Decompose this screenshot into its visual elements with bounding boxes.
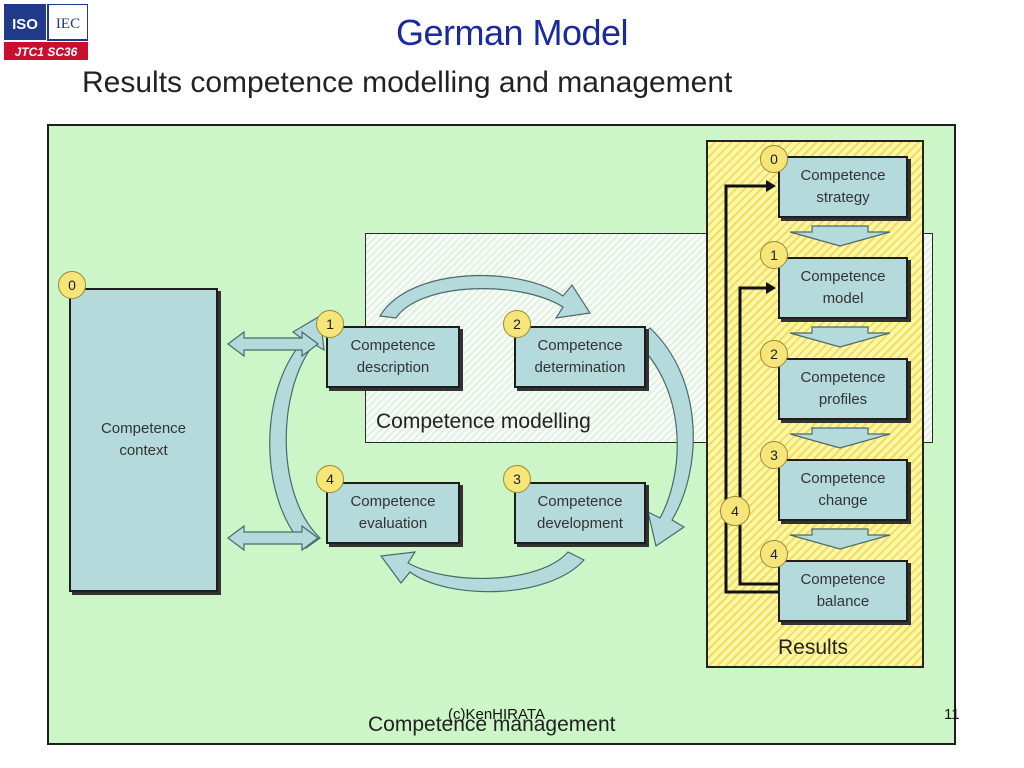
result-chevron-1 (789, 225, 891, 247)
context-evaluation-double-arrow (227, 524, 319, 552)
result-model-label: Competence model (800, 268, 886, 307)
competence-description-box: Competence description (326, 326, 460, 388)
feedback-arrowhead-model (766, 282, 776, 294)
competence-modelling-label: Competence modelling (376, 410, 591, 433)
competence-determination-box: Competence determination (514, 326, 646, 388)
logo-iso-text: ISO (12, 16, 38, 33)
result-competence-model-box: Competence model (778, 257, 908, 319)
cycle-arrow-evaluation-to-description (269, 315, 325, 549)
result-chevron-3 (789, 427, 891, 449)
logo-iec-text: IEC (56, 16, 80, 32)
result-competence-balance-box: Competence balance (778, 560, 908, 622)
copyright-text: (c)KenHIRATA (448, 706, 545, 723)
cycle-arrow-determination-to-development (635, 327, 694, 547)
competence-development-box: Competence development (514, 482, 646, 544)
result-profiles-label: Competence profiles (800, 369, 886, 408)
result-strategy-badge: 0 (760, 145, 788, 173)
result-strategy-label: Competence strategy (800, 167, 886, 206)
page-number: 11 (944, 706, 960, 723)
competence-evaluation-label: Competence evaluation (350, 493, 436, 532)
result-change-badge: 3 (760, 441, 788, 469)
competence-description-label: Competence description (350, 337, 436, 376)
results-label: Results (778, 636, 849, 659)
iso-iec-jtc1-logo: ISO IEC JTC1 SC36 (4, 4, 88, 60)
determination-badge: 2 (503, 310, 531, 338)
cycle-arrow-development-to-evaluation (379, 551, 585, 593)
feedback-badge: 4 (720, 496, 750, 526)
result-competence-strategy-box: Competence strategy (778, 156, 908, 218)
cycle-arrow-description-to-determination (379, 275, 592, 319)
evaluation-badge: 4 (316, 465, 344, 493)
result-balance-label: Competence balance (800, 571, 886, 610)
result-chevron-2 (789, 326, 891, 348)
feedback-line-to-model (738, 286, 778, 586)
development-badge: 3 (503, 465, 531, 493)
competence-context-label: Competence context (100, 420, 187, 459)
result-competence-profiles-box: Competence profiles (778, 358, 908, 420)
slide-subtitle: Results competence modelling and managem… (82, 66, 733, 99)
result-profiles-badge: 2 (760, 340, 788, 368)
result-chevron-4 (789, 528, 891, 550)
result-change-label: Competence change (800, 470, 886, 509)
result-competence-change-box: Competence change (778, 459, 908, 521)
context-description-double-arrow (227, 330, 319, 358)
description-badge: 1 (316, 310, 344, 338)
feedback-arrowhead-strategy (766, 180, 776, 192)
competence-evaluation-box: Competence evaluation (326, 482, 460, 544)
competence-management-label: Competence management (368, 713, 616, 736)
result-model-badge: 1 (760, 241, 788, 269)
competence-development-label: Competence development (537, 493, 623, 532)
competence-determination-label: Competence determination (534, 337, 626, 376)
feedback-line-to-strategy (724, 184, 778, 594)
logo-jtc-text: JTC1 SC36 (15, 45, 78, 59)
slide-title: German Model (395, 12, 629, 53)
context-badge: 0 (58, 271, 86, 299)
competence-context-box: Competence context (69, 288, 218, 592)
result-balance-badge: 4 (760, 540, 788, 568)
